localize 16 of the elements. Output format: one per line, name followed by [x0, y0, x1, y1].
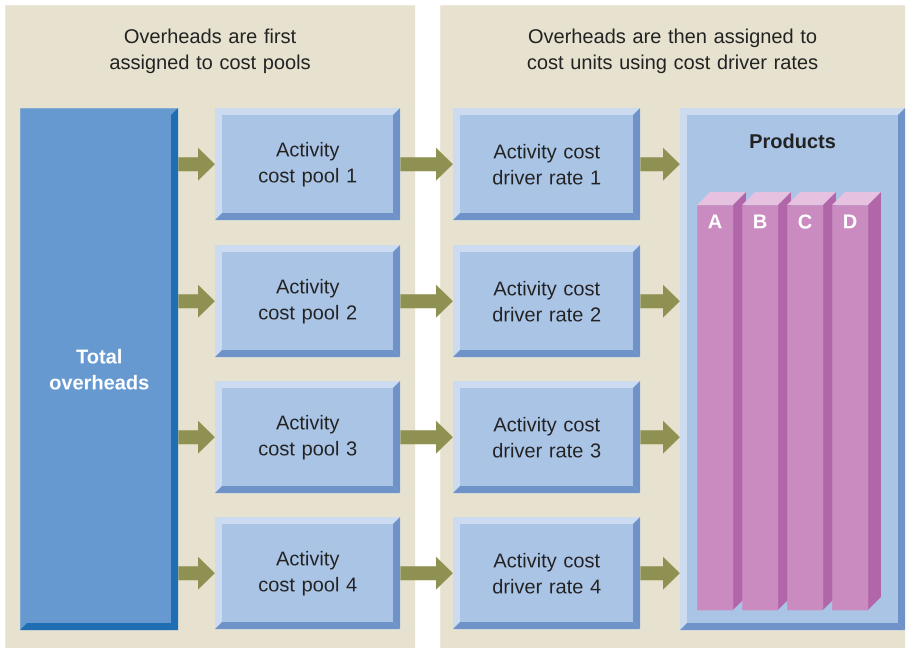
product-bar: D — [832, 192, 881, 610]
node-label: C — [798, 214, 812, 229]
process-box: Activity cost pool 1 — [215, 108, 400, 220]
process-box: Activity cost pool 4 — [215, 517, 400, 630]
process-box: Activity cost driver rate 3 — [453, 381, 640, 494]
product-bar: A — [697, 192, 746, 610]
product-bar: B — [742, 192, 791, 610]
product-bar: C — [787, 192, 836, 610]
node-label: B — [754, 214, 766, 228]
process-box: Activity cost driver rate 2 — [453, 245, 640, 358]
process-box: Activity cost driver rate 4 — [453, 517, 640, 630]
node-label: A — [708, 214, 722, 228]
process-box: Activity cost pool 2 — [215, 245, 400, 358]
total-box: Total overheads — [20, 108, 178, 630]
process-box: Activity cost driver rate 1 — [453, 108, 640, 220]
process-box: Activity cost pool 3 — [215, 381, 400, 494]
